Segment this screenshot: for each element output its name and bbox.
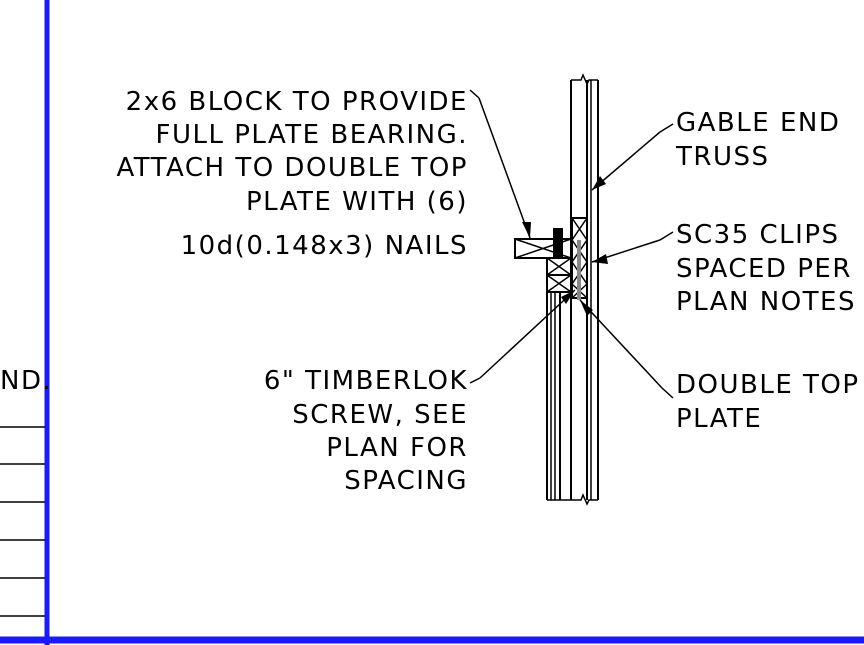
svg-text:PLAN NOTES: PLAN NOTES <box>676 287 856 317</box>
leader-gable <box>591 123 674 191</box>
leader-clips <box>591 231 674 264</box>
svg-text:6" TIMBERLOK: 6" TIMBERLOK <box>264 366 468 396</box>
svg-text:FULL PLATE BEARING.: FULL PLATE BEARING. <box>156 120 468 150</box>
svg-text:SC35 CLIPS: SC35 CLIPS <box>676 220 840 250</box>
svg-text:PLATE: PLATE <box>676 404 762 434</box>
svg-text:GABLE END: GABLE END <box>676 108 840 138</box>
svg-text:2x6 BLOCK TO PROVIDE: 2x6 BLOCK TO PROVIDE <box>126 87 468 117</box>
svg-text:TRUSS: TRUSS <box>675 142 770 172</box>
leader-block <box>469 89 531 239</box>
note-timberlok-screw: 6" TIMBERLOK SCREW, SEE PLAN FOR SPACING <box>264 366 468 496</box>
leader-screw <box>469 289 576 384</box>
note-sc35-clips: SC35 CLIPS SPACED PER PLAN NOTES <box>676 220 856 317</box>
gable-end-truss <box>570 73 599 506</box>
2x6-block <box>514 228 572 259</box>
svg-text:SPACING: SPACING <box>344 466 468 496</box>
double-top-plate <box>546 257 572 293</box>
note-gable-end-truss: GABLE END TRUSS <box>675 108 840 172</box>
title-block-fragment: ND. <box>0 366 52 396</box>
svg-text:ATTACH TO DOUBLE TOP: ATTACH TO DOUBLE TOP <box>116 153 468 183</box>
block-fastener <box>553 228 563 258</box>
wall-studs <box>546 292 571 501</box>
svg-text:SPACED PER: SPACED PER <box>676 254 852 284</box>
leader-plate <box>579 299 674 399</box>
svg-text:PLAN FOR: PLAN FOR <box>326 433 468 463</box>
svg-text:PLATE WITH (6): PLATE WITH (6) <box>246 187 468 217</box>
note-double-top-plate: DOUBLE TOP PLATE <box>676 370 860 434</box>
svg-text:DOUBLE TOP: DOUBLE TOP <box>676 370 860 400</box>
title-block-rows <box>0 426 45 617</box>
svg-text:SCREW, SEE: SCREW, SEE <box>292 400 468 430</box>
note-2x6-block: 2x6 BLOCK TO PROVIDE FULL PLATE BEARING.… <box>116 87 468 261</box>
svg-text:10d(0.148x3) NAILS: 10d(0.148x3) NAILS <box>181 231 468 261</box>
